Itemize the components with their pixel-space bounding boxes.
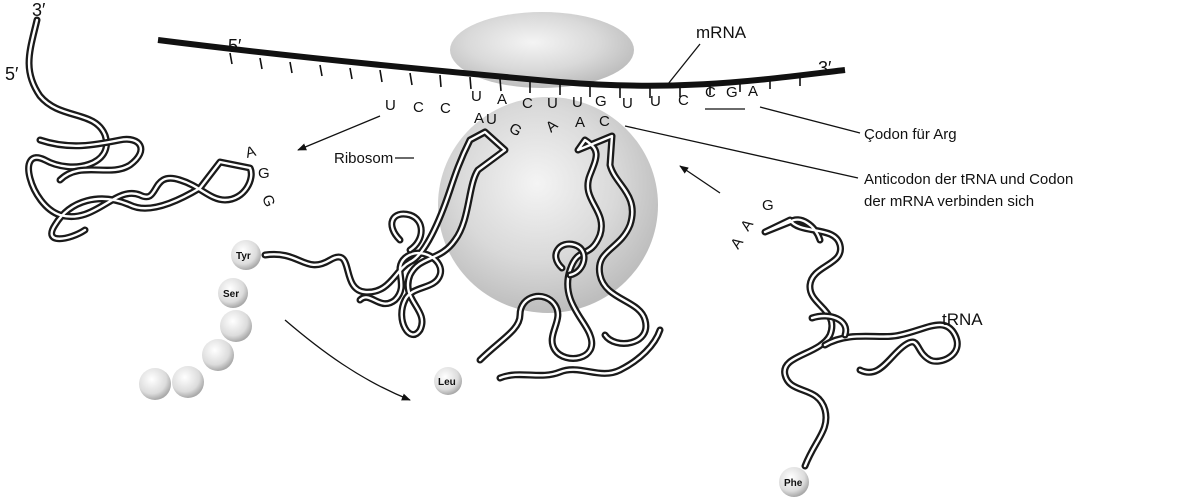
mrna-base: U — [622, 95, 633, 112]
mrna-base: C — [522, 95, 533, 112]
incoming-arrow — [680, 166, 720, 193]
trna-left — [29, 20, 252, 239]
mrna-base: A — [748, 83, 758, 100]
mrna-base: U — [471, 88, 482, 105]
mrna-base: U — [650, 93, 661, 110]
amino-acid-ball — [172, 366, 204, 398]
mrna-label: mRNA — [696, 23, 747, 42]
anticodon-base: C — [599, 113, 610, 130]
anticodon-base: A — [737, 216, 757, 234]
trna-right — [765, 220, 957, 466]
amino-acid-ball — [139, 368, 171, 400]
trna-right-anticodon: A A G — [727, 197, 773, 252]
codon-arg-label: Çodon für Arg — [864, 126, 957, 143]
mrna-base: C — [705, 84, 716, 101]
mrna-base: A — [497, 91, 507, 108]
anticodon-base: G — [258, 193, 278, 210]
anticodon-line — [625, 126, 858, 178]
anticodon-base: G — [762, 197, 774, 214]
mrna-label-line — [668, 44, 700, 84]
anticodon-base: A — [575, 114, 585, 131]
mrna-3prime-label: 3′ — [818, 58, 832, 78]
mrna-base: U — [547, 95, 558, 112]
anticodon-base: A — [474, 110, 484, 127]
anticodon-base: A — [727, 234, 747, 252]
anticodon-base: G — [258, 165, 270, 182]
amino-acid-tyr: Tyr — [236, 251, 251, 262]
amino-acid-ball — [220, 310, 252, 342]
trna-label: tRNA — [942, 310, 983, 329]
mrna-base: G — [726, 84, 738, 101]
anticodon-label-line1: Anticodon der tRNA und Codon — [864, 171, 1073, 188]
mrna-base: C — [413, 99, 424, 116]
amino-acid-ser: Ser — [223, 289, 239, 300]
trna-left-3prime: 3′ — [32, 0, 46, 20]
mrna-base: U — [385, 97, 396, 114]
anticodon-base: U — [486, 111, 497, 128]
mrna-base: C — [678, 92, 689, 109]
peptide-transfer-arrow — [285, 320, 410, 400]
anticodon-base: A — [244, 143, 258, 162]
mrna-base: C — [440, 100, 451, 117]
anticodon-label-line2: der mRNA verbinden sich — [864, 193, 1034, 210]
amino-acid-leu: Leu — [438, 377, 456, 388]
mrna-5prime-label: 5′ — [228, 36, 242, 56]
codon-arg-line — [760, 107, 860, 133]
leaving-arrow — [298, 116, 380, 150]
ribosome — [438, 12, 658, 313]
mrna-base: U — [572, 94, 583, 111]
trna-left-5prime: 5′ — [5, 64, 19, 84]
mrna-base: G — [595, 93, 607, 110]
ribosome-label: Ribosom — [334, 150, 393, 167]
amino-acid-phe: Phe — [784, 478, 803, 489]
amino-acid-ball — [202, 339, 234, 371]
